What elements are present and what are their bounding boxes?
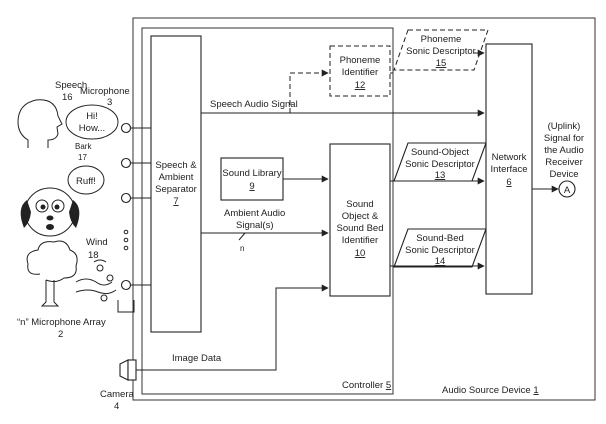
microphone-icon xyxy=(120,279,132,291)
microphone-icon xyxy=(120,157,132,169)
phoneme-identifier-line2: Identifier xyxy=(342,67,378,78)
network-interface-num: 6 xyxy=(506,177,511,188)
controller-frame xyxy=(141,27,394,395)
speech-audio-signal-label: Speech Audio Signal xyxy=(210,99,298,110)
wind-swirl-icon xyxy=(75,259,117,302)
uplink-line4: Receiver xyxy=(545,157,583,168)
controller-label: Controller 5 xyxy=(342,380,391,391)
phoneme-sonic-descriptor-shape xyxy=(393,29,489,71)
bark-label: Bark xyxy=(75,142,92,151)
dog-icon xyxy=(20,187,80,237)
sound-library-label: Sound Library xyxy=(222,168,281,179)
microphone-icons xyxy=(120,122,151,291)
identifier-line4: Identifier xyxy=(342,235,378,246)
mic-array-label: “n” Microphone Array xyxy=(17,317,106,328)
bark-bubble-text: Ruff! xyxy=(76,176,96,187)
connector-a-circle xyxy=(558,180,576,198)
mic-array-bracket xyxy=(117,300,135,313)
microphone-num: 3 xyxy=(107,97,112,108)
network-interface-line1: Network xyxy=(492,152,527,163)
object-descriptor-num: 13 xyxy=(435,170,446,181)
ambient-bus-n: n xyxy=(240,244,244,253)
speech-bubble-line1: Hi! xyxy=(86,111,98,122)
audio-source-device-frame xyxy=(132,17,596,401)
network-interface-box xyxy=(485,43,533,295)
ambient-audio-label-line1: Ambient Audio xyxy=(224,208,285,219)
wind-label: Wind xyxy=(86,237,108,248)
microphone-icon xyxy=(120,122,132,134)
separator-line3: Separator xyxy=(155,184,197,195)
ambient-bus-slash xyxy=(238,232,246,241)
speech-label: Speech xyxy=(55,80,87,91)
bark-bubble-icon xyxy=(67,165,105,195)
phoneme-identifier-num: 12 xyxy=(355,80,366,91)
ambient-audio-label-line2: Signal(s) xyxy=(236,220,274,231)
object-descriptor-line2: Sonic Descriptor xyxy=(405,159,475,170)
speech-bubble-icon xyxy=(65,104,119,140)
speech-to-phoneme-dashed-arrow xyxy=(289,69,329,113)
wind-num: 18 xyxy=(88,250,99,261)
separator-num: 7 xyxy=(173,196,178,207)
identifier-line3: Sound Bed xyxy=(336,223,383,234)
phoneme-descriptor-line1: Phoneme xyxy=(421,34,462,45)
uplink-line2: Signal for xyxy=(544,133,584,144)
microphone-icon xyxy=(120,192,132,204)
tree-icon xyxy=(26,240,78,307)
mic-array-num: 2 xyxy=(58,329,63,340)
separator-line2: Ambient xyxy=(159,172,194,183)
separator-line1: Speech & xyxy=(155,160,197,171)
audio-source-device-label: Audio Source Device 1 xyxy=(442,385,539,396)
identifier-line1: Sound xyxy=(346,199,373,210)
sound-library-num: 9 xyxy=(249,181,254,192)
camera-label: Camera xyxy=(100,389,135,400)
image-data-arrow xyxy=(136,284,329,371)
ellipsis-dots-icon xyxy=(123,229,129,251)
camera-icon xyxy=(119,359,137,381)
sound-object-bed-identifier-box xyxy=(329,143,391,297)
phoneme-descriptor-num: 15 xyxy=(436,58,447,69)
phoneme-identifier-line1: Phoneme xyxy=(340,55,381,66)
speech-ambient-separator-box xyxy=(150,35,202,333)
speech-bubble-line2: How... xyxy=(79,123,105,134)
object-descriptor-line1: Sound-Object xyxy=(411,147,469,158)
bed-descriptor-line2: Sonic Descriptor xyxy=(405,245,475,256)
microphone-label: Microphone xyxy=(80,86,130,97)
sound-bed-sonic-descriptor-shape xyxy=(393,228,487,268)
bed-descriptor-num: 14 xyxy=(435,256,446,267)
speech-person-icon xyxy=(17,99,63,148)
bark-num: 17 xyxy=(78,153,87,162)
sound-library-box xyxy=(220,157,284,201)
phoneme-identifier-box xyxy=(329,45,391,97)
uplink-line3: the Audio xyxy=(544,145,584,156)
uplink-line1: (Uplink) xyxy=(548,121,581,132)
camera-num: 4 xyxy=(114,401,119,412)
identifier-line2: Object & xyxy=(342,211,379,222)
bed-descriptor-line1: Sound-Bed xyxy=(416,233,464,244)
speech-num: 16 xyxy=(62,92,73,103)
network-interface-line2: Interface xyxy=(491,164,528,175)
identifier-num: 10 xyxy=(355,248,366,259)
uplink-line5: Device xyxy=(549,169,578,180)
phoneme-descriptor-line2: Sonic Descriptor xyxy=(406,46,476,57)
image-data-label: Image Data xyxy=(172,353,222,364)
connector-a-label: A xyxy=(564,185,571,196)
